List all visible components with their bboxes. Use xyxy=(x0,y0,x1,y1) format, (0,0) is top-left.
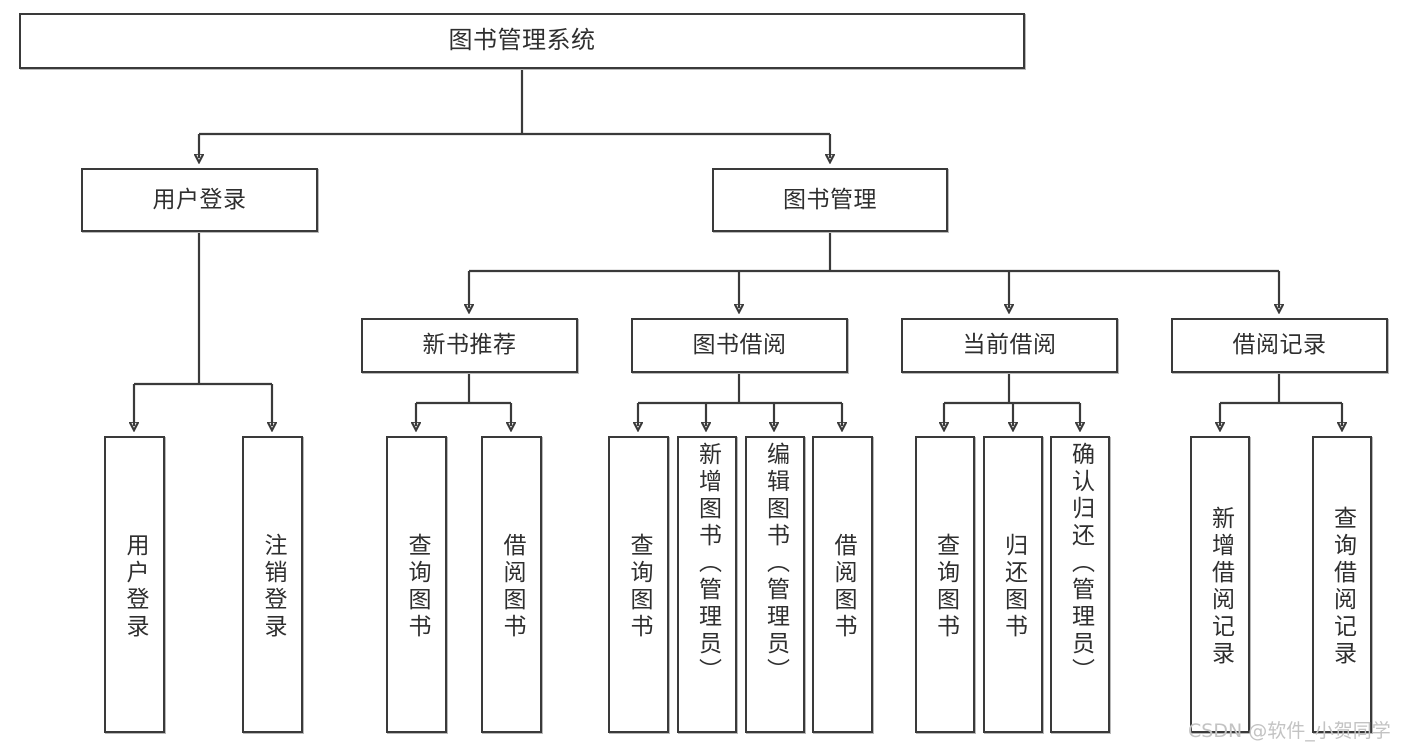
node-book-borrow[interactable]: 图书借阅 xyxy=(631,318,848,373)
node-label: 新增借阅记录 xyxy=(1207,505,1234,668)
node-leaf-query-record[interactable]: 查询借阅记录 xyxy=(1312,436,1372,733)
node-label: 新书推荐 xyxy=(422,332,517,359)
node-book-manage[interactable]: 图书管理 xyxy=(712,168,948,232)
node-label: 图书管理系统 xyxy=(448,26,596,55)
node-label: 借阅图书 xyxy=(830,532,856,641)
node-user-login[interactable]: 用户登录 xyxy=(81,168,318,232)
node-leaf-borrow-book-1[interactable]: 借阅图书 xyxy=(481,436,542,733)
node-current-borrow[interactable]: 当前借阅 xyxy=(901,318,1118,373)
node-label: 编辑图书（管理员） xyxy=(762,442,789,685)
node-label: 归还图书 xyxy=(1000,532,1027,641)
node-borrow-record[interactable]: 借阅记录 xyxy=(1171,318,1388,373)
node-leaf-logout-login[interactable]: 注销登录 xyxy=(242,436,303,733)
node-root-system[interactable]: 图书管理系统 xyxy=(19,13,1025,69)
node-label: 查询图书 xyxy=(626,532,652,641)
node-label: 图书借阅 xyxy=(692,332,787,359)
node-new-book-recommend[interactable]: 新书推荐 xyxy=(361,318,578,373)
node-label: 借阅图书 xyxy=(499,532,525,641)
node-leaf-query-book-1[interactable]: 查询图书 xyxy=(386,436,447,733)
node-label: 借阅记录 xyxy=(1232,332,1327,359)
node-label: 用户登录 xyxy=(122,532,148,641)
node-label: 查询图书 xyxy=(932,532,959,641)
node-leaf-query-book-3[interactable]: 查询图书 xyxy=(915,436,975,733)
node-leaf-return-book[interactable]: 归还图书 xyxy=(983,436,1043,733)
node-label: 查询借阅记录 xyxy=(1329,505,1356,668)
node-leaf-user-login[interactable]: 用户登录 xyxy=(104,436,165,733)
node-leaf-borrow-book-2[interactable]: 借阅图书 xyxy=(812,436,873,733)
node-leaf-add-book[interactable]: 新增图书（管理员） xyxy=(677,436,737,733)
node-label: 查询图书 xyxy=(404,532,430,641)
node-label: 新增图书（管理员） xyxy=(694,442,721,685)
node-label: 图书管理 xyxy=(783,186,877,213)
node-leaf-add-record[interactable]: 新增借阅记录 xyxy=(1190,436,1250,733)
node-label: 当前借阅 xyxy=(962,332,1057,359)
node-label: 注销登录 xyxy=(260,532,286,641)
node-leaf-query-book-2[interactable]: 查询图书 xyxy=(608,436,669,733)
node-label: 用户登录 xyxy=(152,186,247,213)
node-leaf-confirm-return[interactable]: 确认归还（管理员） xyxy=(1050,436,1110,733)
node-leaf-edit-book[interactable]: 编辑图书（管理员） xyxy=(745,436,805,733)
node-label: 确认归还（管理员） xyxy=(1067,442,1094,685)
csdn-watermark: CSDN @软件_小贺同学 xyxy=(1188,720,1391,742)
